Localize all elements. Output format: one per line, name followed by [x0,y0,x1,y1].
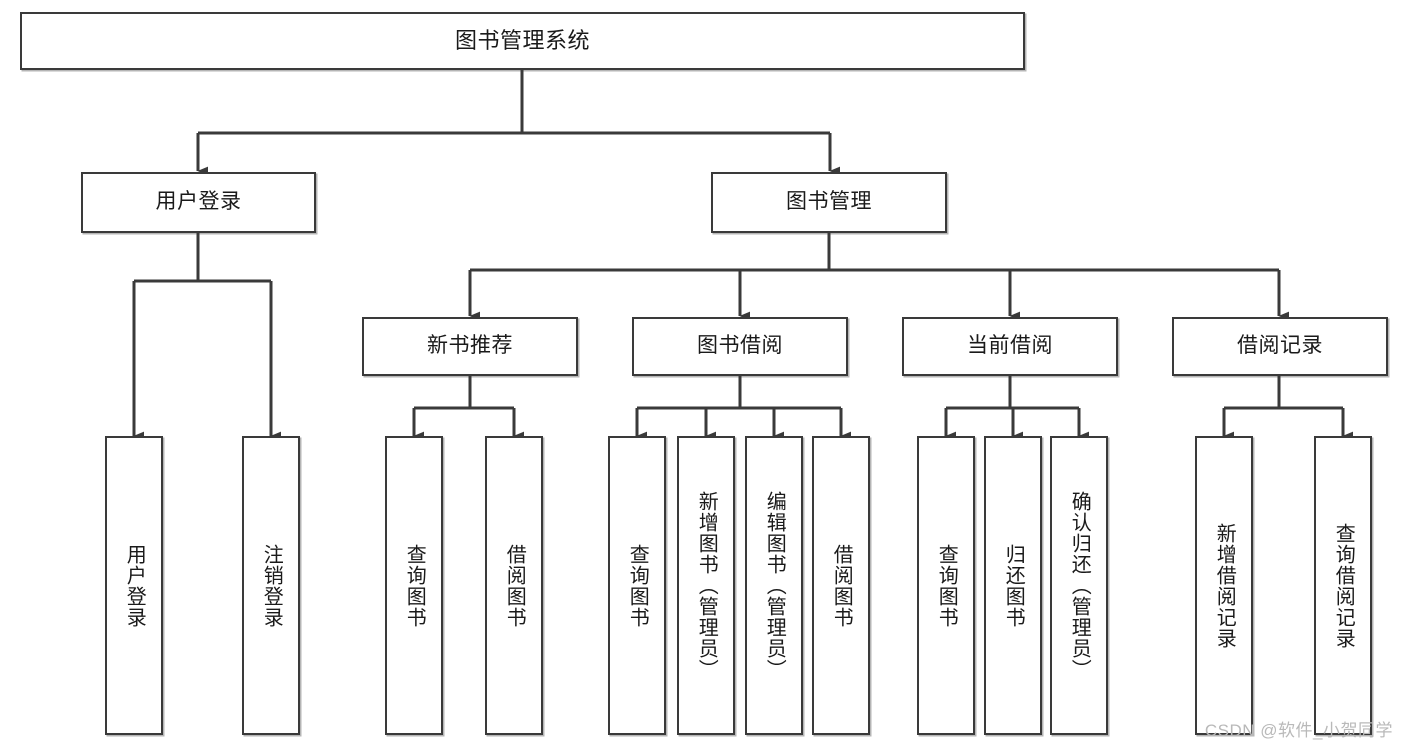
node-current-borrow-label: 当前借阅 [967,334,1053,358]
node-new-book-rec[interactable]: 新书推荐 [362,317,578,376]
node-leaf-borrow-book-1-label: 借阅图书 [503,543,526,628]
node-new-book-rec-label: 新书推荐 [427,334,513,358]
node-leaf-add-book-label: 新增图书（管理员） [695,491,718,680]
node-leaf-query-record-label: 查询借阅记录 [1332,522,1355,649]
node-leaf-return-book[interactable]: 归还图书 [984,436,1042,735]
node-book-borrow-label: 图书借阅 [697,334,783,358]
node-book-manage-label: 图书管理 [786,190,872,214]
node-borrow-record-label: 借阅记录 [1237,334,1323,358]
node-leaf-add-record-label: 新增借阅记录 [1213,522,1236,649]
node-leaf-user-login-label: 用户登录 [123,543,146,628]
node-leaf-confirm-return-label: 确认归还（管理员） [1068,491,1091,680]
node-leaf-query-book-2-label: 查询图书 [626,543,649,628]
node-user-login-label: 用户登录 [155,190,242,214]
node-root-label: 图书管理系统 [454,28,590,54]
node-leaf-query-book-1[interactable]: 查询图书 [385,436,443,735]
node-leaf-add-book[interactable]: 新增图书（管理员） [677,436,735,735]
node-leaf-query-book-2[interactable]: 查询图书 [608,436,666,735]
node-leaf-user-logout-label: 注销登录 [260,543,283,628]
node-leaf-return-book-label: 归还图书 [1002,543,1025,628]
node-leaf-query-book-3[interactable]: 查询图书 [917,436,975,735]
node-leaf-user-login[interactable]: 用户登录 [105,436,163,735]
node-leaf-confirm-return[interactable]: 确认归还（管理员） [1050,436,1108,735]
node-leaf-borrow-book-2[interactable]: 借阅图书 [812,436,870,735]
node-leaf-query-book-3-label: 查询图书 [935,543,958,628]
node-leaf-user-logout[interactable]: 注销登录 [242,436,300,735]
node-leaf-edit-book-label: 编辑图书（管理员） [763,491,786,680]
node-user-login[interactable]: 用户登录 [81,172,316,233]
node-book-borrow[interactable]: 图书借阅 [632,317,848,376]
node-leaf-add-record[interactable]: 新增借阅记录 [1195,436,1253,735]
node-leaf-query-record[interactable]: 查询借阅记录 [1314,436,1372,735]
node-root[interactable]: 图书管理系统 [20,12,1025,70]
node-current-borrow[interactable]: 当前借阅 [902,317,1118,376]
node-leaf-borrow-book-2-label: 借阅图书 [830,543,853,628]
node-book-manage[interactable]: 图书管理 [711,172,947,233]
node-leaf-edit-book[interactable]: 编辑图书（管理员） [745,436,803,735]
watermark: CSDN @软件_小贺同学 [1204,721,1393,740]
node-borrow-record[interactable]: 借阅记录 [1172,317,1388,376]
node-leaf-borrow-book-1[interactable]: 借阅图书 [485,436,543,735]
node-leaf-query-book-1-label: 查询图书 [403,543,426,628]
